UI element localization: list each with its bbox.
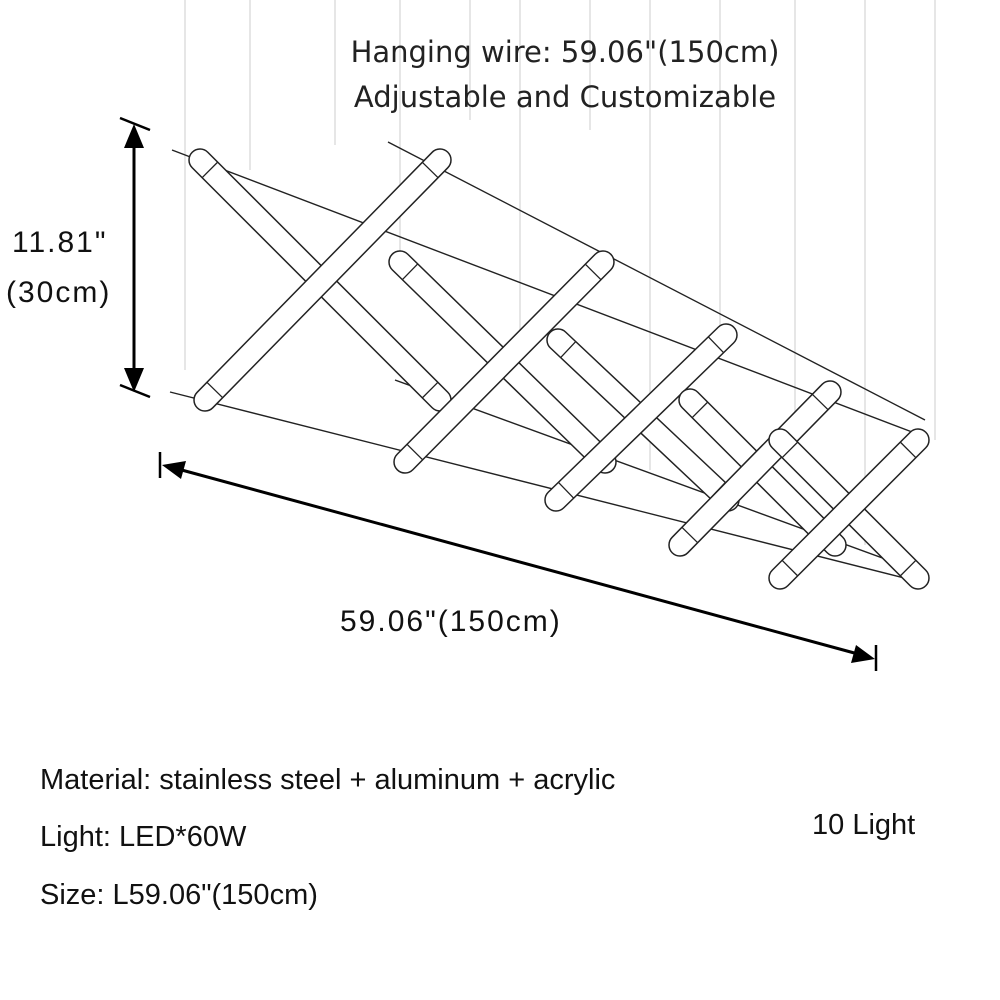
hanging-wire-length: Hanging wire: 59.06"(150cm)	[350, 35, 780, 69]
light-tube	[768, 428, 930, 590]
light-tube	[668, 380, 842, 557]
spec-material: Material: stainless steel + aluminum + a…	[40, 764, 616, 796]
arrowhead-up	[124, 124, 144, 148]
spec-size: Size: L59.06"(150cm)	[40, 879, 318, 911]
height-label-cm: (30cm)	[6, 276, 112, 309]
hanging-wires	[184, 0, 936, 545]
light-tubes	[188, 148, 930, 590]
height-label-inches: 11.81"	[12, 226, 108, 259]
length-label: 59.06"(150cm)	[340, 605, 562, 638]
top-rail-right	[387, 141, 926, 421]
light-tube	[193, 148, 452, 412]
arrowhead-right	[851, 645, 875, 663]
spec-light: Light: LED*60W	[40, 821, 247, 853]
hanging-wire-adjustable-note: Adjustable and Customizable	[353, 80, 777, 114]
arrowhead-down	[124, 368, 144, 392]
light-count-label: 10 Light	[812, 809, 916, 841]
length-dimension	[158, 452, 878, 671]
arrowhead-left	[162, 461, 186, 479]
height-dimension	[119, 116, 151, 399]
light-tube	[544, 323, 738, 512]
top-rail-left	[171, 149, 921, 436]
light-tube	[393, 250, 615, 474]
